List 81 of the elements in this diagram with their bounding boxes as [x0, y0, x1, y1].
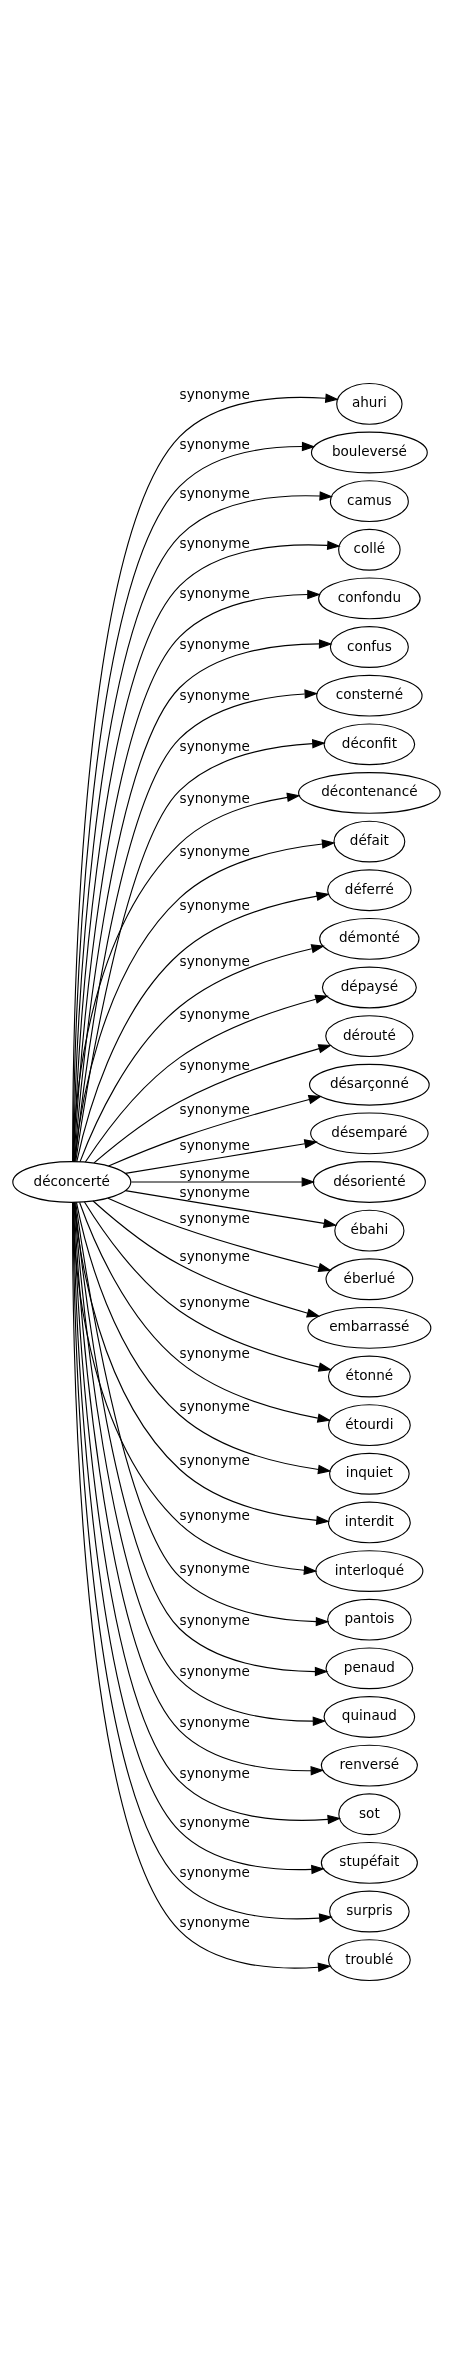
node-ellipse: confondu — [318, 577, 421, 619]
edge-label: synonyme — [179, 1397, 250, 1414]
node-ellipse: démonté — [319, 917, 420, 960]
edge-label: synonyme — [179, 1344, 250, 1361]
edge-label: synonyme — [179, 1764, 250, 1781]
edge-label: synonyme — [179, 1293, 250, 1310]
arrow — [124, 1138, 318, 1174]
edge-label: synonyme — [179, 1247, 250, 1264]
arrow — [107, 1197, 332, 1272]
node-ellipse: stupéfait — [320, 1841, 418, 1884]
node-ellipse: penaud — [325, 1646, 414, 1689]
arrow — [124, 1189, 338, 1228]
node-ellipse: désemparé — [310, 1111, 429, 1154]
node-ellipse: quinaud — [323, 1695, 416, 1738]
edge-label: synonyme — [179, 1863, 250, 1880]
node-ellipse: pantois — [327, 1598, 412, 1641]
node-ellipse: inquiet — [329, 1452, 410, 1495]
node-ellipse: dérouté — [325, 1014, 414, 1057]
arrow — [74, 838, 336, 1162]
node-ellipse: collé — [338, 528, 401, 571]
edge-label: synonyme — [179, 435, 250, 452]
node-ellipse: camus — [329, 479, 409, 522]
edge-label: synonyme — [179, 1209, 250, 1226]
node-ellipse: déferré — [327, 868, 412, 911]
edge-label: synonyme — [179, 686, 250, 703]
edge-label: synonyme — [179, 737, 250, 754]
arrow — [73, 1201, 330, 1525]
edge-label: synonyme — [179, 896, 250, 913]
edge-label: synonyme — [179, 1662, 250, 1679]
arrow — [130, 1176, 316, 1187]
edge-label: synonyme — [179, 584, 250, 601]
node-ellipse: interdit — [327, 1501, 411, 1543]
arrow — [72, 792, 301, 1162]
node-ellipse: désorienté — [312, 1160, 426, 1203]
edge-label: synonyme — [179, 842, 250, 859]
node-ellipse: décontenancé — [298, 771, 441, 814]
arrow — [108, 1094, 323, 1167]
edge-label: synonyme — [179, 1506, 250, 1523]
edge-label: synonyme — [179, 1005, 250, 1022]
node-ellipse: défait — [333, 820, 406, 862]
edge-label: synonyme — [179, 635, 250, 652]
node-ellipse: troublé — [327, 1938, 411, 1981]
edge-label: synonyme — [179, 1611, 250, 1628]
node-ellipse: éberlué — [325, 1257, 414, 1300]
node-ellipse: étourdi — [327, 1403, 411, 1446]
edge-label: synonyme — [179, 1451, 250, 1468]
arrow — [75, 1201, 332, 1474]
node-ellipse: surpris — [329, 1890, 410, 1932]
node-ellipse: sot — [338, 1792, 401, 1835]
node-ellipse: étonné — [327, 1355, 411, 1397]
edge-label: synonyme — [179, 1164, 250, 1181]
edge-label: synonyme — [179, 385, 250, 402]
node-ellipse: interloqué — [315, 1549, 424, 1592]
node-ellipse: consterné — [316, 674, 423, 717]
arrow — [93, 1043, 332, 1163]
node-ellipse: confus — [329, 625, 409, 668]
edge-label: synonyme — [179, 1813, 250, 1830]
node-ellipse: ébahi — [334, 1209, 405, 1252]
edge-label: synonyme — [179, 1559, 250, 1576]
edge-label: synonyme — [179, 1136, 250, 1153]
edge-label: synonyme — [179, 789, 250, 806]
edge-label: synonyme — [179, 1913, 250, 1930]
edge-label: synonyme — [179, 1056, 250, 1073]
arrow — [83, 1200, 333, 1372]
arrow — [84, 994, 329, 1163]
node-ellipse: bouleversé — [310, 431, 428, 473]
arrow — [92, 1199, 321, 1318]
edge-label: synonyme — [179, 1183, 250, 1200]
arrow — [79, 1201, 332, 1423]
edge-label: synonyme — [179, 534, 250, 551]
node-ellipse: dépaysé — [321, 966, 417, 1008]
node-ellipse: déconcerté — [12, 1160, 132, 1203]
edge-label: synonyme — [179, 484, 250, 501]
arrow — [76, 891, 330, 1162]
node-ellipse: déconfit — [323, 722, 416, 765]
edge-label: synonyme — [179, 1713, 250, 1730]
edge-label: synonyme — [179, 952, 250, 969]
arrow — [79, 943, 325, 1162]
node-ellipse: ahuri — [336, 382, 403, 425]
node-ellipse: renversé — [320, 1744, 418, 1786]
edge-label: synonyme — [179, 1100, 250, 1117]
